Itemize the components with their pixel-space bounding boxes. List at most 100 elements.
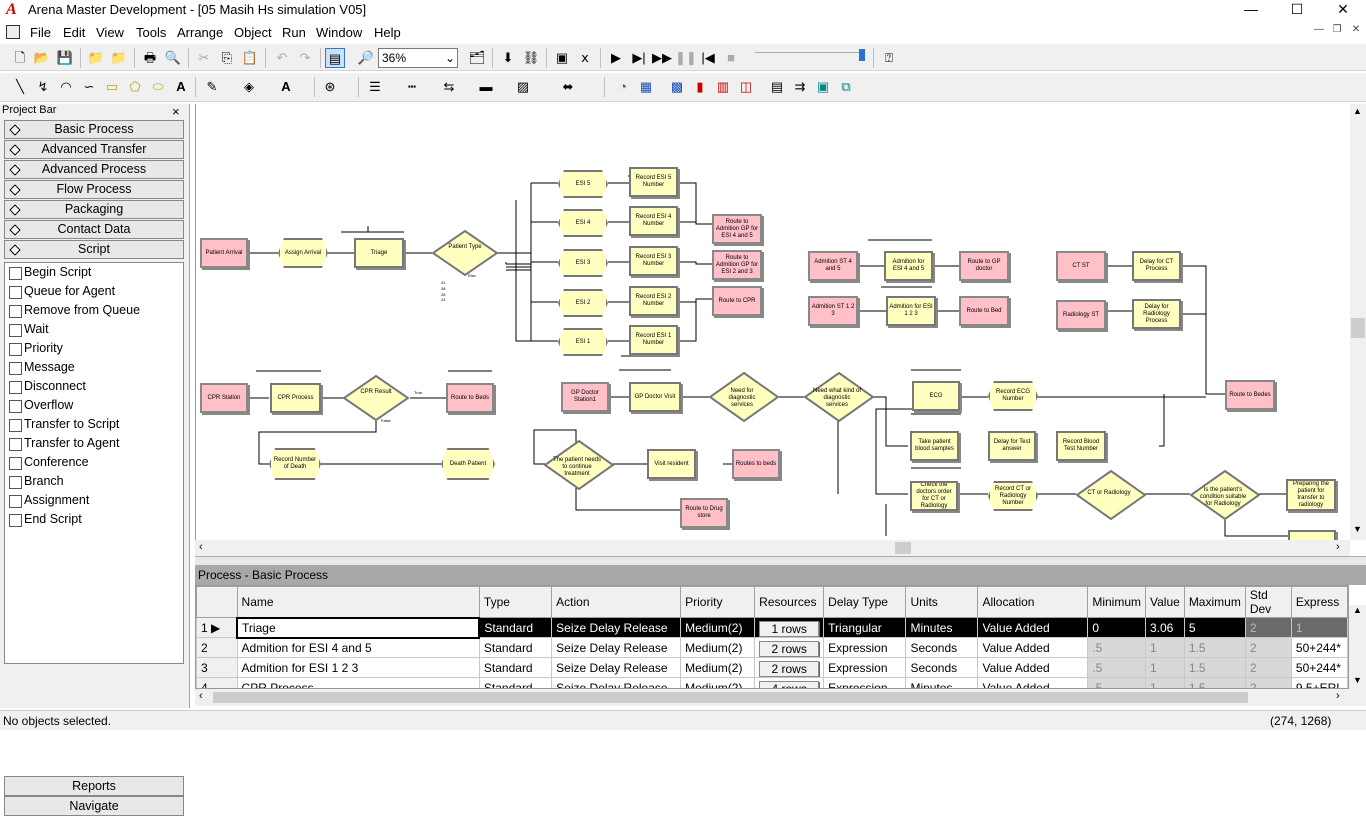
module-esi-1[interactable]: ESI 1 bbox=[558, 328, 608, 356]
panel-flow-process[interactable]: Flow Process bbox=[4, 180, 184, 199]
document-icon[interactable] bbox=[6, 25, 20, 39]
module-record-esi-2[interactable]: Record ESI 2 Number bbox=[629, 286, 678, 316]
module-route-to-bed[interactable]: Route to Bed bbox=[959, 296, 1009, 326]
start-over-icon[interactable]: |◀ bbox=[701, 50, 715, 65]
text-color-icon[interactable]: A bbox=[281, 79, 291, 94]
undo-icon[interactable]: ↶ bbox=[276, 50, 288, 65]
cell-max[interactable]: 1.5 bbox=[1183, 657, 1246, 678]
cell-alloc[interactable]: Value Added bbox=[977, 617, 1089, 638]
script-item[interactable]: Begin Script bbox=[8, 263, 91, 282]
scroll-left-icon[interactable]: ‹ bbox=[199, 690, 203, 702]
module-route-admition-gp-2-3[interactable]: Route to Admition GP for ESI 2 and 3 bbox=[712, 250, 762, 280]
cell-value[interactable]: 1 bbox=[1145, 657, 1185, 678]
window-background-color-icon[interactable]: ⊛ bbox=[324, 79, 336, 94]
submodel-icon[interactable]: ⬇ bbox=[502, 50, 514, 65]
module-assign-arrival[interactable]: Assign Arrival bbox=[278, 238, 328, 268]
project-bar-close-icon[interactable]: × bbox=[172, 104, 180, 119]
column-header[interactable]: Units bbox=[905, 586, 979, 618]
context-help-icon[interactable]: ⍰ bbox=[885, 50, 893, 65]
zoom-combo[interactable]: 36%⌄ bbox=[378, 48, 458, 68]
cell-expr[interactable]: 9.5+ERL bbox=[1290, 677, 1348, 688]
grid-vertical-scrollbar[interactable]: ▲ ▼ bbox=[1349, 605, 1366, 689]
queue-icon[interactable]: ▤ bbox=[770, 79, 784, 94]
cell-max[interactable]: 1.5 bbox=[1183, 677, 1246, 688]
resources-rows-button[interactable]: 4 rows bbox=[759, 680, 820, 688]
template-attach-icon[interactable]: 📁 bbox=[87, 50, 105, 65]
ellipse-tool-icon[interactable]: ⬭ bbox=[152, 79, 164, 94]
cell-delay[interactable]: Expression bbox=[823, 677, 907, 688]
module-preparing-transfer[interactable]: Preparing the patient for transfer to ra… bbox=[1286, 479, 1336, 511]
line-pattern-icon[interactable]: ▬ bbox=[479, 79, 493, 94]
cell-value[interactable]: 3.06 bbox=[1145, 617, 1185, 638]
scroll-thumb[interactable] bbox=[1351, 318, 1365, 338]
animate-connectors-icon[interactable]: ⅹ bbox=[581, 50, 589, 65]
column-header[interactable]: Delay Type bbox=[823, 586, 907, 618]
column-header[interactable]: Action bbox=[551, 586, 682, 618]
copy-icon[interactable]: ⎘ bbox=[221, 50, 233, 65]
cut-icon[interactable]: ✂ bbox=[198, 50, 210, 65]
panel-advanced-process[interactable]: Advanced Process bbox=[4, 160, 184, 179]
box-tool-icon[interactable]: ▭ bbox=[105, 79, 119, 94]
module-esi-2[interactable]: ESI 2 bbox=[558, 289, 608, 317]
arrow-style-icon[interactable]: ⇆ bbox=[443, 79, 455, 94]
layers-toggle-icon[interactable]: 🗂 bbox=[468, 50, 486, 65]
run-go-icon[interactable]: ▶ bbox=[611, 50, 621, 65]
module-routes-to-beds[interactable]: Routes to beds bbox=[732, 449, 780, 479]
grid-horizontal-scrollbar[interactable]: ‹ › bbox=[195, 689, 1366, 706]
cell-min[interactable]: .5 bbox=[1087, 657, 1146, 678]
menu-tools[interactable]: Tools bbox=[136, 25, 167, 40]
module-visit-resident[interactable]: Visit resident bbox=[647, 449, 696, 479]
slider-thumb[interactable] bbox=[859, 49, 865, 61]
script-item[interactable]: Priority bbox=[8, 339, 63, 358]
splitter[interactable] bbox=[195, 556, 1366, 565]
cell-units[interactable]: Seconds bbox=[905, 637, 979, 658]
column-header[interactable]: Priority bbox=[680, 586, 756, 618]
module-delay-radiology[interactable]: Delay for Radiology Process bbox=[1132, 299, 1181, 329]
cell-units[interactable]: Seconds bbox=[905, 657, 979, 678]
decide-patient-type[interactable]: Patient Type bbox=[432, 230, 498, 276]
scroll-thumb[interactable] bbox=[213, 692, 1248, 703]
module-cpr-station[interactable]: CPR Station bbox=[200, 383, 248, 413]
cell-value[interactable]: 1 bbox=[1145, 637, 1185, 658]
resource-icon[interactable]: ⇉ bbox=[794, 79, 806, 94]
line-style-icon[interactable]: ┅ bbox=[408, 79, 416, 94]
minimize-button[interactable]: — bbox=[1244, 1, 1258, 17]
row-number[interactable]: 1 ▶ bbox=[196, 617, 238, 638]
module-check-doctors-order[interactable]: Check the doctors order for CT or Radiol… bbox=[910, 481, 958, 511]
module-record-esi-3[interactable]: Record ESI 3 Number bbox=[629, 246, 678, 276]
pause-icon[interactable]: ❚❚ bbox=[675, 50, 697, 65]
canvas-vertical-scrollbar[interactable]: ▲ ▼ bbox=[1350, 104, 1366, 540]
line-width-icon[interactable]: ☰ bbox=[369, 79, 381, 94]
module-admition-esi-4-5[interactable]: Admition for ESI 4 and 5 bbox=[884, 251, 933, 281]
cell-priority[interactable]: Medium(2) bbox=[680, 677, 756, 688]
cell-expr[interactable]: 50+244* bbox=[1290, 637, 1348, 658]
module-record-number-of-death[interactable]: Record Number of Death bbox=[269, 448, 321, 480]
script-item[interactable]: Message bbox=[8, 358, 75, 377]
module-gp-doctor-visit[interactable]: GP Doctor Visit bbox=[629, 382, 681, 412]
fill-pattern-icon[interactable]: ▨ bbox=[516, 79, 530, 94]
script-item[interactable]: Queue for Agent bbox=[8, 282, 115, 301]
script-item[interactable]: Transfer to Script bbox=[8, 415, 119, 434]
module-esi-5[interactable]: ESI 5 bbox=[558, 170, 608, 198]
module-cpr-process[interactable]: CPR Process bbox=[270, 383, 321, 413]
module-route-drug-store[interactable]: Route to Drug store bbox=[680, 498, 728, 528]
cell-type[interactable]: Standard bbox=[478, 677, 553, 688]
bezier-tool-icon[interactable]: ∽ bbox=[83, 79, 95, 94]
close-button[interactable]: ✕ bbox=[1337, 1, 1349, 17]
scroll-right-icon[interactable]: › bbox=[1336, 541, 1340, 553]
cell-resources[interactable]: 2 rows bbox=[754, 657, 825, 678]
module-partial[interactable] bbox=[1288, 530, 1336, 540]
module-route-admition-gp-4-5[interactable]: Route to Admition GP for ESI 4 and 5 bbox=[712, 214, 762, 244]
layers-icon[interactable]: ▤ bbox=[325, 48, 345, 68]
cell-expr[interactable]: 1 bbox=[1290, 617, 1348, 638]
row-number[interactable]: 4 bbox=[196, 677, 238, 688]
cell-name[interactable]: CPR Process bbox=[236, 677, 480, 688]
cell-action[interactable]: Seize Delay Release bbox=[551, 617, 682, 638]
module-triage[interactable]: Triage bbox=[354, 238, 404, 268]
scroll-up-icon[interactable]: ▲ bbox=[1353, 106, 1362, 116]
cell-type[interactable]: Standard bbox=[478, 637, 553, 658]
